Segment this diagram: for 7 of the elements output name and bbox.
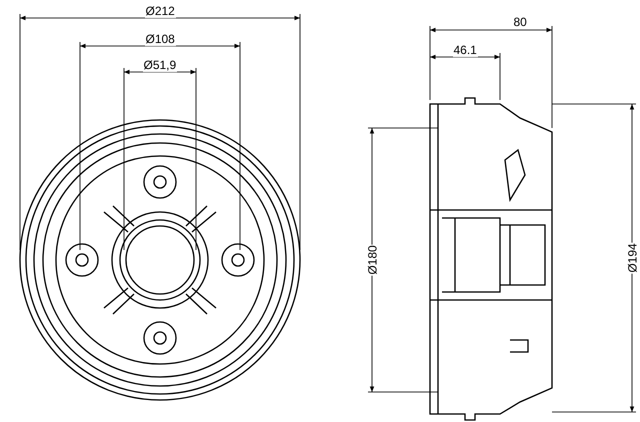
dimension-label: Ø180 [365, 244, 380, 276]
dimension-label: Ø108 [144, 32, 176, 46]
dimension-label: 80 [512, 15, 528, 29]
dimension-label: Ø194 [625, 242, 640, 274]
dimension-label: 46.1 [452, 43, 478, 57]
dimension-label: Ø212 [144, 4, 176, 18]
dimension-label: Ø51,9 [142, 58, 178, 72]
